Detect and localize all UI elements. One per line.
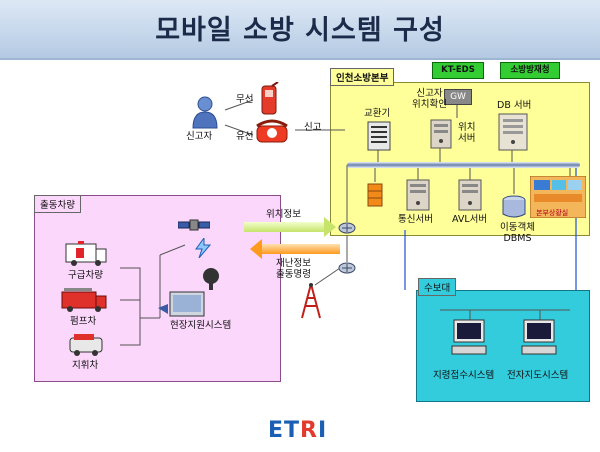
wireless-label: 무선 [236,94,254,105]
ambulance-label: 구급차량 [68,270,103,281]
situation-room-image [529,175,587,222]
computer-terminal-icon [450,318,490,362]
exchange-server-icon [366,120,392,156]
router-icon [338,220,356,239]
situation-room-label: 본부상황실 [536,209,569,217]
water-supply-title: 수보대 [418,278,457,296]
computer-terminal-icon [520,318,560,362]
pump-truck-label: 펌프차 [70,316,97,327]
page-title: 모바일 소방 시스템 구성 [155,15,445,46]
router-icon [338,260,356,279]
hq-name-label: 인천소방본부 [330,68,395,86]
antenna-icon [200,266,222,294]
avl-server-icon [456,178,484,216]
mobile-phone-icon [256,81,284,120]
location-info-label: 위치정보 [266,209,301,220]
water-supply-box [416,290,590,402]
firewall-icon [366,182,384,212]
report-label: 신고 [304,122,322,133]
etri-logo: ETRI [268,418,328,443]
ambulance-icon [64,238,108,272]
db-server-label: DB 서버 [497,100,532,111]
fire-agency-badge: 소방방재청 [500,62,560,79]
caller-location-label: 신고자 위치확인 [412,88,447,110]
gateway-box: GW [444,89,472,105]
comm-server-icon [404,178,432,216]
radio-tower-icon [298,282,324,324]
wired-label: 유선 [236,131,254,142]
database-icon [500,194,528,224]
pump-truck-icon [60,284,108,318]
location-server-icon [428,118,454,154]
comm-server-label: 통신서버 [398,214,433,225]
db-server-icon [496,112,530,156]
title-bar [0,0,600,60]
exchange-label: 교환기 [364,108,391,119]
location-info-arrow [244,217,336,237]
network-bus [347,162,580,168]
lightning-icon [194,236,212,262]
field-system-label: 현장지원시스템 [170,320,232,331]
person-icon [190,96,220,134]
vehicles-title: 출동차량 [34,195,81,213]
location-server-label: 위치 서버 [458,122,476,144]
terminal1-label: 지령접수시스템 [433,370,495,381]
command-car-icon [66,330,106,362]
disaster-info-arrow [250,239,340,259]
disaster-info-label: 재난정보 출동명령 [276,258,311,280]
terminal2-label: 전자지도시스템 [507,370,569,381]
telephone-icon [255,118,289,148]
kt-eds-badge: KT-EDS [432,62,484,79]
avl-server-label: AVL서버 [452,214,488,225]
reporter-label: 신고자 [186,131,213,142]
field-terminal-icon [156,290,206,324]
command-car-label: 지휘차 [72,360,99,371]
dbms-label: 이동객체 DBMS [500,222,535,244]
